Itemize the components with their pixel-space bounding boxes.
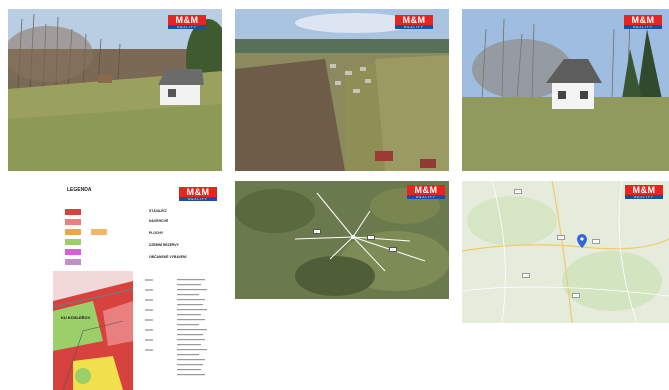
plot-photo-image [8, 9, 222, 171]
logo-text: M&M [168, 15, 206, 25]
legend-swatch-mixed [65, 229, 81, 235]
mm-reality-logo: M&M REALITY [407, 185, 445, 199]
gallery-photo-2[interactable]: M&M REALITY [235, 9, 449, 171]
legend-heading-2: NÁVRHOVÉ [149, 219, 169, 223]
plan-cadastre-label: KU KOSLEŘOV [61, 315, 91, 320]
logo-text: M&M [624, 15, 662, 25]
mm-reality-logo: M&M REALITY [624, 15, 662, 29]
logo-subtext: REALITY [624, 25, 662, 29]
distance-label: ····· [313, 229, 321, 234]
legend-heading-4: ÚZEMNÍ REZERVY [149, 243, 179, 247]
legend-swatch-green [65, 239, 81, 245]
legend-swatch-housing [65, 209, 81, 215]
gallery-zoning-map[interactable]: LEGENDA M&M REALITY STÁVAJÍCÍ NÁVRHOVÉ P… [53, 181, 222, 390]
gallery-photo-3[interactable]: M&M REALITY [462, 9, 669, 171]
satellite-map-image [235, 181, 449, 299]
aerial-photo-image [235, 9, 449, 171]
logo-subtext: REALITY [625, 195, 663, 199]
mm-reality-logo: M&M REALITY [395, 15, 433, 29]
mm-reality-logo: M&M REALITY [168, 15, 206, 29]
logo-subtext: REALITY [395, 25, 433, 29]
logo-subtext: REALITY [168, 25, 206, 29]
legend-swatch-civic [65, 219, 81, 225]
logo-text: M&M [625, 185, 663, 195]
zoning-plan-image [53, 271, 133, 390]
mm-reality-logo: M&M REALITY [179, 187, 217, 201]
legend-title: LEGENDA [67, 187, 92, 193]
legend-items-list [145, 279, 207, 376]
gallery-satellite-map[interactable]: ····· ····· ····· M&M REALITY [235, 181, 449, 299]
map-place-label: ····· [514, 189, 523, 194]
road-map-image [462, 181, 669, 323]
distance-label: ····· [389, 247, 397, 252]
logo-text: M&M [179, 187, 217, 197]
legend-heading-5: OBČANSKÉ VYBAVENÍ [149, 255, 187, 259]
legend-heading-1: STÁVAJÍCÍ [149, 209, 167, 213]
logo-subtext: REALITY [407, 195, 445, 199]
map-place-label: ····· [572, 293, 581, 298]
distance-label: ····· [367, 235, 375, 240]
logo-subtext: REALITY [179, 197, 217, 201]
legend-swatch-recreation [65, 249, 81, 255]
logo-text: M&M [407, 185, 445, 195]
logo-text: M&M [395, 15, 433, 25]
map-place-label: ····· [592, 239, 601, 244]
gallery-photo-1[interactable]: M&M REALITY [8, 9, 222, 171]
legend-heading-3: PLOCHY [149, 231, 164, 235]
mm-reality-logo: M&M REALITY [625, 185, 663, 199]
cottage-photo-image [462, 9, 669, 171]
gallery-road-map[interactable]: ····· ····· ····· ····· ····· M&M REALIT… [462, 181, 669, 323]
legend-swatch-special [65, 259, 81, 265]
legend-swatch-proposed [91, 229, 107, 235]
map-place-label: ····· [557, 235, 566, 240]
map-place-label: ····· [522, 273, 531, 278]
